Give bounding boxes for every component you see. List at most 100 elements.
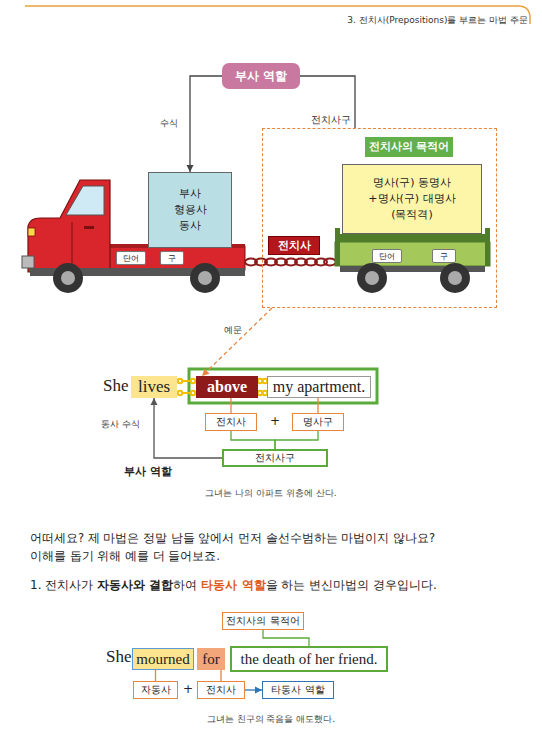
tag-box: 구 [160, 251, 184, 265]
cargo-box: 부사 형용사 동사 [148, 172, 232, 248]
connector-line [154, 398, 222, 458]
plus-sign: + [270, 414, 280, 428]
arrow-head [187, 165, 194, 172]
wheel-hub [198, 271, 212, 285]
node-text: 전치사의 목적어 [226, 614, 299, 628]
wheel-hub [365, 271, 379, 285]
node-text: my apartment. [273, 378, 365, 396]
node-text: 전치사 [278, 238, 311, 253]
connector-label: 동사 수식 [101, 418, 140, 431]
connector [231, 398, 232, 413]
connector [300, 76, 355, 128]
node-text: 전치사구 [255, 451, 295, 465]
connector-line [317, 398, 318, 413]
tag-box: 단어 [116, 251, 146, 265]
connector-label: 예문 [224, 324, 242, 337]
arrow-head [151, 398, 158, 405]
node-text: 명사구 [303, 415, 333, 429]
word-box: my apartment. [267, 376, 371, 398]
link-dot [258, 391, 263, 396]
link-dot [191, 391, 196, 396]
connector-line [263, 630, 309, 646]
arrow-head [202, 369, 209, 376]
connector [263, 630, 309, 646]
node-text: 전치사 [216, 415, 246, 429]
phrase-outline [189, 369, 377, 403]
link-dot [191, 379, 196, 384]
part-box: 자동사 [133, 681, 178, 699]
connector [202, 308, 272, 376]
connector [187, 76, 223, 172]
tag-box: 구 [432, 249, 456, 263]
heading-part: 타동사 역할 [201, 577, 265, 594]
connector-line [231, 431, 275, 449]
truck-bed [108, 246, 245, 270]
connector [221, 670, 222, 681]
word-box: the death of her friend. [230, 646, 388, 672]
arrow-head [255, 687, 262, 694]
chain [245, 259, 336, 266]
connector-line [275, 431, 318, 449]
node-text: 부사 형용사 동사 [170, 186, 210, 234]
trailer-post [335, 228, 340, 266]
connector-line [190, 76, 222, 172]
node-text: 구 [168, 253, 176, 264]
part-box: 전치사구 [222, 449, 328, 467]
sentence-word: She [106, 647, 132, 667]
link-dot [178, 379, 183, 384]
connector [245, 687, 262, 694]
part-box: 명사구 [292, 413, 344, 431]
connector-line [155, 670, 156, 681]
phrase-frame: 전치사구전치사의 목적어명사(구) 동명사+명사(구) 대명사(목적격)단어구전… [262, 128, 497, 308]
heading-part: 하여 [173, 577, 197, 594]
part-box: 전치사의 목적어 [222, 612, 304, 630]
node-text: for [202, 651, 220, 668]
role-note: 부사 역할 [124, 464, 172, 479]
word-box: mourned [132, 648, 194, 670]
part-box: 타동사 역할 [262, 681, 334, 699]
wheel-hub [448, 271, 462, 285]
node-text: 단어 [379, 251, 395, 262]
connector-line [202, 308, 272, 376]
connector-line [230, 398, 231, 413]
word-box: for [197, 648, 225, 670]
role-badge: 부사 역할 [222, 63, 300, 89]
wheel [357, 263, 387, 293]
connector-line [300, 76, 355, 128]
trailer [335, 228, 490, 293]
part-box: 전치사 [197, 681, 245, 699]
wheel [440, 263, 470, 293]
heading-part: 을 하는 변신마법의 경우입니다. [266, 577, 437, 594]
word-box: above [196, 376, 258, 398]
door-line [72, 222, 73, 266]
node-text: 부사 역할 [235, 68, 287, 85]
node-text: 전치사의 목적어 [369, 140, 450, 154]
wheel [190, 263, 220, 293]
object-label: 전치사의 목적어 [365, 137, 453, 157]
node-text: 명사(구) 동명사+명사(구) 대명사(목적격) [364, 175, 460, 223]
wheel [53, 263, 83, 293]
connector [231, 431, 275, 449]
figure-caption: 그녀는 나의 아파트 위층에 산다. [0, 487, 542, 500]
heading-part: 자동사와 결합 [97, 577, 173, 594]
connector-line [245, 689, 262, 690]
frame-heading: 전치사구 [311, 113, 351, 127]
figure-caption: 그녀는 친구의 죽음을 애도했다. [0, 713, 542, 726]
body-text: 어떠세요? 제 마법은 정말 남들 앞에서 먼저 솔선수범하는 마법이지 않나요… [30, 531, 435, 546]
node-text: 전치사 [206, 683, 236, 697]
node-text: lives [138, 377, 170, 397]
trailer-bed [335, 242, 490, 266]
headlight [28, 228, 35, 236]
body-text: 이해를 돕기 위해 예를 더 들어보죠. [30, 549, 220, 564]
part-box: 전치사 [205, 413, 257, 431]
connector [275, 431, 318, 449]
link-dot [178, 391, 183, 396]
trailer-post [485, 228, 490, 266]
preposition-tag: 전치사 [268, 236, 320, 255]
node-text: 구 [440, 251, 448, 262]
connector [318, 398, 319, 413]
connector-label: 수식 [160, 117, 178, 130]
cab-window [66, 186, 104, 215]
door-handle [84, 226, 94, 229]
